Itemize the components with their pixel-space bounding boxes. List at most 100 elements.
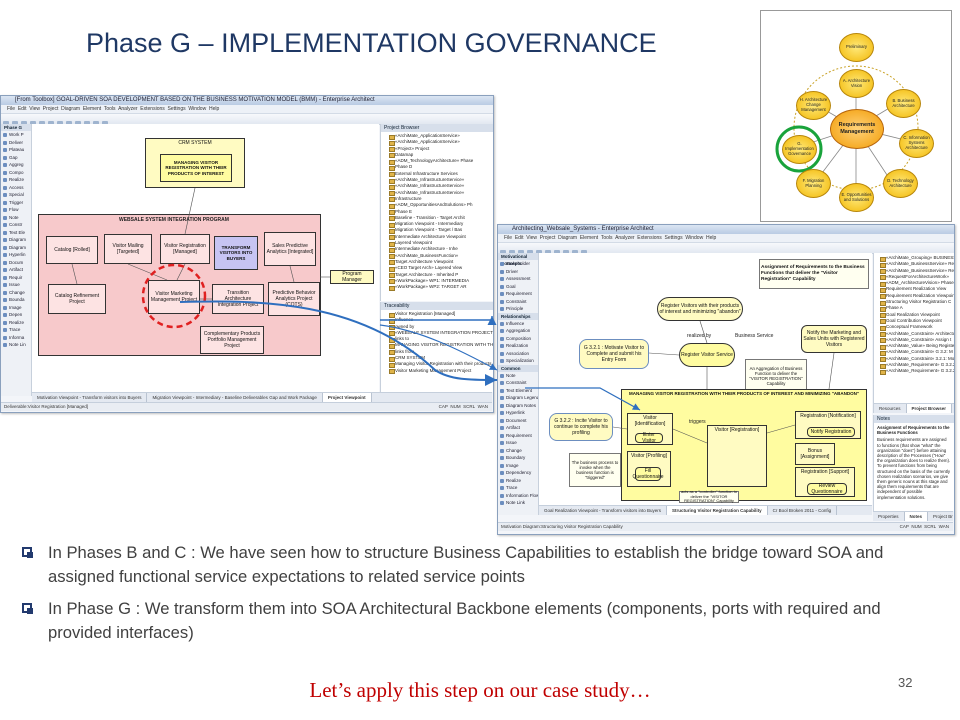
- toolbox-item[interactable]: Image: [1, 304, 31, 312]
- tab-project-browser-bottom[interactable]: Project Browser: [928, 512, 953, 521]
- menu-diagram[interactable]: Diagram: [558, 235, 578, 241]
- browser-node[interactable]: Requirement Realization View: [880, 286, 954, 294]
- menu-tools[interactable]: Tools: [103, 106, 116, 112]
- toolbox-item[interactable]: Compo: [1, 169, 31, 177]
- bonus-assignment-function[interactable]: Bonus [Assignment]: [795, 443, 835, 465]
- browser-node[interactable]: Requirement Realization Viewpoint: [880, 292, 954, 300]
- browser-node[interactable]: Baseline - Transition - Target Archit: [389, 215, 493, 222]
- toolbox-item[interactable]: Change: [498, 447, 538, 455]
- browser-node[interactable]: «RequestForArchitectureWork»: [880, 274, 954, 281]
- browser-node[interactable]: «ArchiMate_BusinessService» Reg: [880, 267, 954, 275]
- business-process-note[interactable]: The business process to invoke when the …: [569, 453, 621, 487]
- toolbox-item[interactable]: Diagram Notes: [498, 402, 538, 410]
- visitor-marketing-project[interactable]: Visitor Marketing Management Project: [148, 280, 200, 314]
- menu-settings[interactable]: Settings: [664, 235, 683, 241]
- toolbox-item[interactable]: Trace: [1, 326, 31, 334]
- toolbox-item[interactable]: Diagram: [1, 244, 31, 252]
- toolbox-item[interactable]: Influence: [498, 320, 538, 328]
- toolbox-item[interactable]: Realize: [498, 477, 538, 485]
- tab-resources[interactable]: Resources: [874, 404, 907, 413]
- browser-node[interactable]: «ArchiMate_Requirement» G 3.2.2: [880, 362, 954, 369]
- tab-project-viewpoint[interactable]: Project Viewpoint: [322, 393, 372, 402]
- browser-node[interactable]: «ADM_TechnologyArchitecture» Phase: [389, 158, 493, 166]
- menu-view[interactable]: View: [29, 106, 40, 112]
- toolbox-item[interactable]: Artifact: [498, 424, 538, 432]
- menu-window[interactable]: Window: [685, 235, 704, 241]
- menu-project[interactable]: Project: [539, 235, 556, 241]
- toolbox-item[interactable]: Constr: [1, 221, 31, 229]
- browser-node[interactable]: Structuring Visitor Registration C: [880, 299, 954, 306]
- menu-settings[interactable]: Settings: [167, 106, 186, 112]
- browser-node[interactable]: «ArchiMate_Constraint» Architecture: [880, 330, 954, 338]
- toolbox-item[interactable]: Note Link: [498, 499, 538, 507]
- browser-node[interactable]: «Project» Project: [389, 146, 493, 153]
- review-questionnaire-process[interactable]: Review Questionnaire: [807, 483, 847, 495]
- toolbox-item[interactable]: Association: [498, 350, 538, 358]
- toolbox-item[interactable]: Flow: [1, 206, 31, 214]
- toolbox-item[interactable]: Dependency: [498, 469, 538, 477]
- browser-node[interactable]: «ArchiMate_BusinessService» Reg: [880, 261, 954, 269]
- toolbox-item[interactable]: Realize: [1, 176, 31, 184]
- browser-node[interactable]: Intermediate Architecture Viewpoint: [389, 234, 493, 241]
- toolbox-item[interactable]: Requirement: [498, 432, 538, 440]
- toolbox-item[interactable]: Constraint: [498, 379, 538, 387]
- browser-node[interactable]: External Infrastructure Services: [389, 171, 493, 178]
- menu-edit[interactable]: Edit: [514, 235, 524, 241]
- browser-node[interactable]: «ADM_OpportunitiesAndSolutions» Ph: [389, 202, 493, 210]
- toolbox-item[interactable]: Hyperlin: [1, 251, 31, 259]
- browser-node[interactable]: «ArchiMate_Value» Being Register: [880, 343, 954, 350]
- menu-file[interactable]: File: [7, 106, 16, 112]
- menu-project[interactable]: Project: [42, 106, 59, 112]
- toolbox-item[interactable]: Goal: [498, 283, 538, 291]
- toolbox-item[interactable]: Document: [498, 417, 538, 425]
- browser-node[interactable]: Infrastructure: [389, 196, 493, 203]
- toolbox-item[interactable]: Issue: [1, 281, 31, 289]
- menu-file[interactable]: File: [504, 235, 513, 241]
- toolbox-item[interactable]: Plateau: [1, 146, 31, 154]
- toolbox-item[interactable]: Depen: [1, 311, 31, 319]
- tab-goal-realization[interactable]: Goal Realization Viewpoint - Transform v…: [539, 506, 667, 515]
- visitor-registration-function[interactable]: Visitor [Registration]: [707, 425, 767, 487]
- toolbox-item[interactable]: Text Element: [498, 387, 538, 395]
- browser-node[interactable]: Phase E: [389, 209, 493, 216]
- program-manager-node[interactable]: Program Manager: [330, 270, 374, 284]
- toolbox-item[interactable]: Artifact: [1, 266, 31, 274]
- toolbox-item[interactable]: Composition: [498, 335, 538, 343]
- tab-config[interactable]: Cr Bool Broken 2011 - Config: [768, 506, 838, 515]
- toolbox-item[interactable]: Hyperlink: [498, 409, 538, 417]
- transform-visitors-capability[interactable]: TRANSFORM VISITORS INTO BUYERS: [214, 236, 258, 270]
- toolbox-item[interactable]: Aggreg: [1, 161, 31, 169]
- browser-node[interactable]: Phase D: [389, 164, 493, 172]
- catalog-refinement-project[interactable]: Catalog Refinement Project: [48, 284, 106, 314]
- catalog-deliverable[interactable]: Catalog [Rolled]: [46, 236, 98, 264]
- browser-node[interactable]: Goal Realization Viewpoint: [880, 312, 954, 319]
- window-2-diagram-canvas[interactable]: Assignment of Requirements to the Busine…: [539, 253, 872, 505]
- toolbox-item[interactable]: Realization: [498, 342, 538, 350]
- toolbox-item[interactable]: Note: [498, 372, 538, 380]
- browser-node[interactable]: Target Architecture - Inherited P: [389, 272, 493, 279]
- browser-node[interactable]: Layered Viewpoint: [389, 240, 493, 247]
- browser-node[interactable]: «ArchiMate_ApplicationService»: [389, 133, 493, 140]
- toolbox-item[interactable]: Informa: [1, 334, 31, 342]
- browser-node[interactable]: «ArchiMate_ApplicationService»: [389, 139, 493, 147]
- goal-g322[interactable]: G 3.2.2 : Incite Visitor to continue to …: [549, 413, 613, 441]
- menu-edit[interactable]: Edit: [17, 106, 27, 112]
- menu-diagram[interactable]: Diagram: [61, 106, 81, 112]
- menu-extensions[interactable]: Extensions: [637, 235, 662, 241]
- menu-element[interactable]: Element: [82, 106, 102, 112]
- browser-node[interactable]: «ArchiMate_Constraint» G 3.2: M: [880, 349, 953, 357]
- menu-help[interactable]: Help: [705, 235, 717, 241]
- browser-node[interactable]: Conceptual Framework: [880, 324, 954, 332]
- toolbox-item[interactable]: Access: [1, 184, 31, 192]
- toolbox-item[interactable]: Stakeholder: [498, 260, 538, 268]
- window-1-diagram-canvas[interactable]: CRM SYSTEM MANAGING VISITOR REGISTRATION…: [32, 124, 379, 392]
- browser-node[interactable]: «ArchiMate_InfrastructureService»: [389, 183, 493, 191]
- toolbox-item[interactable]: Requir: [1, 274, 31, 282]
- menu-analyzer[interactable]: Analyzer: [118, 106, 138, 112]
- sales-analytics-deliverable[interactable]: Sales Predictive Analytics [Integrated]: [264, 232, 316, 266]
- toolbox-item[interactable]: Information Flow: [498, 492, 538, 500]
- toolbox-item[interactable]: Assessment: [498, 275, 538, 283]
- fill-questionnaire-process[interactable]: Fill Questionnaire: [632, 467, 664, 481]
- aggregation-note[interactable]: An Aggregation of Business Function to d…: [745, 359, 807, 393]
- browser-node[interactable]: Migration Viewpoint - Target / Bas: [389, 227, 493, 235]
